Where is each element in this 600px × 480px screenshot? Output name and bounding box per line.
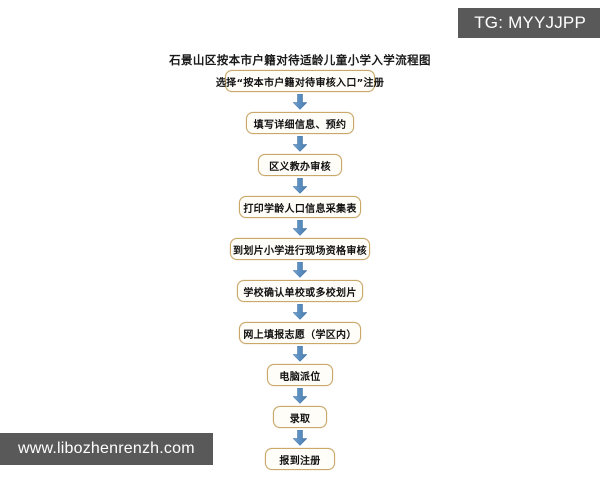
flow-arrow-down-icon (291, 136, 309, 152)
flow-arrow-down-icon (291, 346, 309, 362)
diagram-title: 石景山区按本市户籍对待适龄儿童小学入学流程图 (169, 53, 431, 67)
flow-node-step-7: 网上填报志愿（学区内） (239, 322, 361, 344)
watermark-top-right: TG: MYYJJPP (458, 8, 600, 38)
flow-node-step-4: 打印学龄人口信息采集表 (239, 196, 361, 218)
flow-arrow-down-icon (291, 94, 309, 110)
flow-node-step-2: 填写详细信息、预约 (246, 112, 354, 134)
flow-node-label: 网上填报志愿（学区内） (243, 329, 357, 341)
flow-node-label: 报到注册 (279, 455, 321, 467)
watermark-bottom-left: www.libozhenrenzh.com (0, 433, 213, 465)
flow-node-label: 录取 (289, 413, 311, 425)
flow-arrow-down-icon (291, 178, 309, 194)
flow-node-label: 学校确认单校或多校划片 (243, 287, 357, 299)
flow-node-step-9: 录取 (273, 406, 327, 428)
flow-arrow-down-icon (291, 262, 309, 278)
flow-node-step-5: 到划片小学进行现场资格审核 (230, 238, 370, 260)
flow-node-step-10: 报到注册 (265, 448, 335, 470)
flow-arrow-down-icon (291, 220, 309, 236)
flow-node-step-1: 选择“按本市户籍对待审核入口”注册 (216, 70, 384, 92)
flowchart-node-column: 选择“按本市户籍对待审核入口”注册填写详细信息、预约区义教办审核打印学龄人口信息… (0, 70, 600, 470)
flow-node-step-6: 学校确认单校或多校划片 (237, 280, 363, 302)
flow-node-label: 填写详细信息、预约 (253, 119, 347, 131)
flow-node-label: 电脑派位 (279, 371, 321, 383)
flow-node-label: 选择“按本市户籍对待审核入口”注册 (215, 77, 385, 89)
flow-node-step-3: 区义教办审核 (258, 154, 342, 176)
flow-node-step-8: 电脑派位 (267, 364, 333, 386)
flow-node-label: 区义教办审核 (269, 161, 331, 173)
flow-node-label: 到划片小学进行现场资格审核 (233, 245, 367, 257)
flow-arrow-down-icon (291, 430, 309, 446)
flow-arrow-down-icon (291, 304, 309, 320)
flow-arrow-down-icon (291, 388, 309, 404)
flow-node-label: 打印学龄人口信息采集表 (243, 203, 357, 215)
